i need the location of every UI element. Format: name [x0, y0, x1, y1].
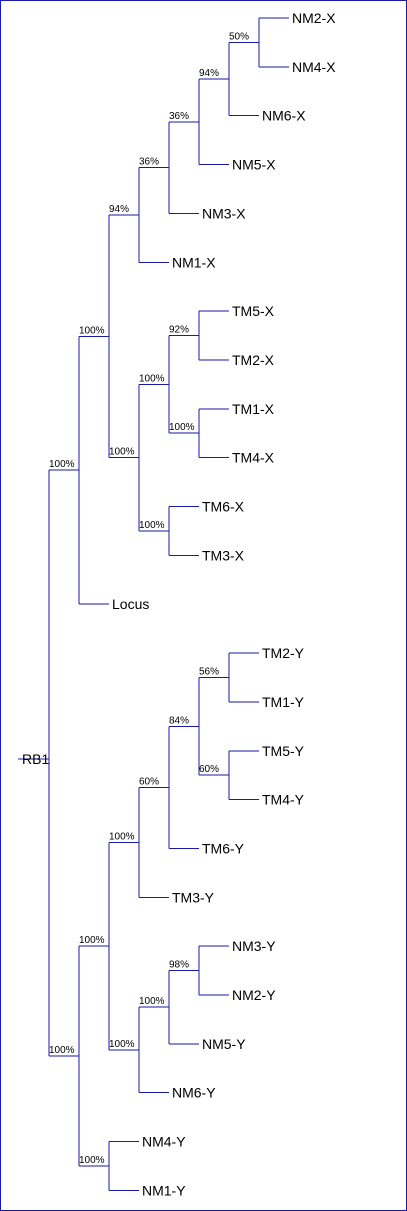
leaf-label: TM3-X [202, 547, 245, 563]
leaf-label: TM2-X [232, 352, 275, 368]
support-value: 100% [49, 1045, 75, 1056]
support-value: 100% [49, 459, 75, 470]
leaf-label: Locus [112, 596, 149, 612]
support-value: 100% [109, 831, 135, 842]
support-value: 84% [169, 715, 189, 726]
leaf-label: NM4-Y [142, 1134, 186, 1150]
leaf-label: TM1-Y [262, 694, 305, 710]
leaf-label: NM4-X [292, 59, 336, 75]
support-value: 36% [139, 157, 159, 168]
leaf-label: NM1-Y [142, 1182, 186, 1198]
leaf-label: NM2-X [292, 10, 336, 26]
leaf-label: NM1-X [172, 254, 216, 270]
leaf-label: TM6-X [202, 499, 245, 515]
leaf-label: NM5-X [232, 157, 276, 173]
leaf-label: TM1-X [232, 401, 275, 417]
support-value: 100% [109, 1039, 135, 1050]
root-label: RB1 [22, 751, 49, 767]
support-value: 92% [169, 325, 189, 336]
leaf-label: TM5-Y [262, 743, 305, 759]
support-value: 100% [79, 325, 105, 336]
support-value: 100% [109, 447, 135, 458]
support-value: 100% [139, 996, 165, 1007]
leaf-label: NM3-Y [232, 938, 276, 954]
leaf-label: NM2-Y [232, 987, 276, 1003]
leaf-label: TM5-X [232, 303, 275, 319]
leaf-label: NM6-Y [172, 1085, 216, 1101]
support-value: 94% [109, 204, 129, 215]
support-value: 36% [169, 111, 189, 122]
support-value: 100% [79, 935, 105, 946]
support-value: 60% [139, 776, 159, 787]
support-value: 94% [199, 68, 219, 79]
support-value: 100% [139, 520, 165, 531]
leaf-label: NM5-Y [202, 1036, 246, 1052]
leaf-label: NM6-X [262, 108, 306, 124]
support-value: 100% [79, 1155, 105, 1166]
leaf-label: TM4-Y [262, 792, 305, 808]
support-value: 56% [199, 666, 219, 677]
support-value: 50% [229, 31, 249, 42]
leaf-label: TM3-Y [172, 889, 215, 905]
leaf-label: NM3-X [202, 205, 246, 221]
leaf-label: TM2-Y [262, 645, 305, 661]
support-value: 60% [199, 764, 219, 775]
support-value: 100% [169, 422, 195, 433]
leaf-label: TM6-Y [202, 840, 245, 856]
leaf-label: TM4-X [232, 450, 275, 466]
support-value: 98% [169, 960, 189, 971]
support-value: 100% [139, 373, 165, 384]
